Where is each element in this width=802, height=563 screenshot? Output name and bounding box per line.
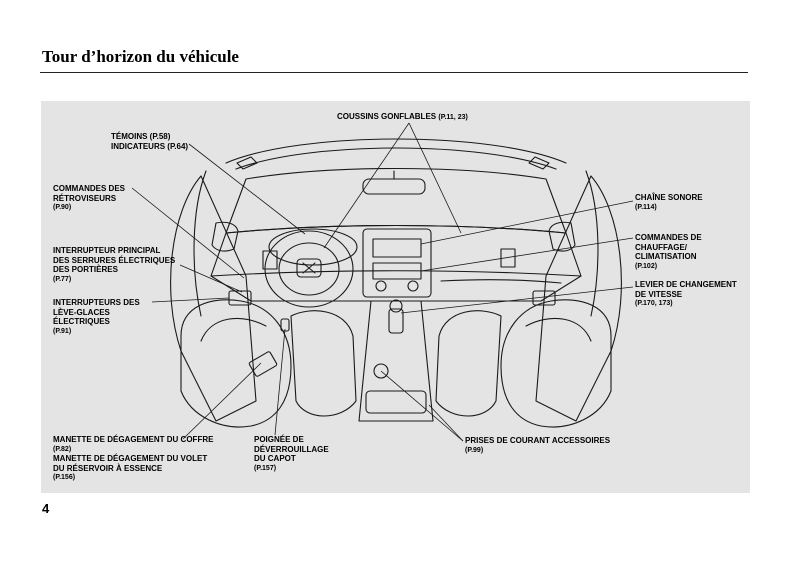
- right-side-mirror: [548, 221, 576, 252]
- center-console: [358, 300, 434, 422]
- label-airbags: COUSSINS GONFLABLES (P.11, 23): [337, 112, 468, 121]
- label-trunk-fuel-release: MANETTE DE DÉGAGEMENT DU COFFRE (P.82) M…: [53, 435, 214, 481]
- left-side-mirror: [211, 221, 239, 252]
- left-driver-seat: [290, 310, 357, 417]
- interior-illustration: COUSSINS GONFLABLES (P.11, 23) TÉMOINS (…: [41, 101, 750, 493]
- page-number: 4: [42, 501, 50, 516]
- audio-unit: [372, 238, 422, 258]
- left-front-seat: [180, 299, 292, 428]
- windshield-frame: [225, 167, 567, 234]
- label-power-outlets: PRISES DE COURANT ACCESSOIRES (P.99): [465, 436, 611, 454]
- right-door: [535, 175, 622, 422]
- rearview-mirror: [362, 178, 426, 195]
- label-hood-release: POIGNÉE DE DÉVERROUILLAGE DU CAPOT (P.15…: [254, 435, 329, 472]
- label-audio: CHAÎNE SONORE (P.114): [635, 193, 703, 211]
- label-window-switches: INTERRUPTEURS DES LÈVE-GLACES ÉLECTRIQUE…: [53, 298, 140, 335]
- roof-outline: [225, 138, 567, 164]
- center-stack: [362, 228, 432, 298]
- roof-inner: [235, 147, 557, 170]
- instrument-cluster: [268, 228, 358, 266]
- right-pillar: [585, 170, 599, 317]
- right-passenger-seat: [435, 310, 502, 417]
- steering-wheel: [264, 230, 354, 308]
- page-title: Tour d’horizon du véhicule: [42, 47, 239, 66]
- label-shift-lever: LEVIER DE CHANGEMENT DE VITESSE (P.170, …: [635, 280, 737, 307]
- label-indicators: TÉMOINS (P.58) INDICATEURS (P.64): [111, 132, 189, 151]
- label-climate: COMMANDES DE CHAUFFAGE/ CLIMATISATION (P…: [635, 233, 702, 270]
- label-mirror-controls: COMMANDES DES RÉTROVISEURS (P.90): [53, 184, 126, 211]
- shift-lever: [388, 308, 404, 334]
- title-rule: [40, 72, 748, 73]
- left-pillar: [193, 170, 207, 317]
- label-door-lock-switch: INTERRUPTEUR PRINCIPAL DES SERRURES ÉLEC…: [53, 246, 176, 283]
- right-front-seat: [500, 299, 612, 428]
- car-interior-drawing: [131, 122, 634, 442]
- left-door: [170, 175, 257, 422]
